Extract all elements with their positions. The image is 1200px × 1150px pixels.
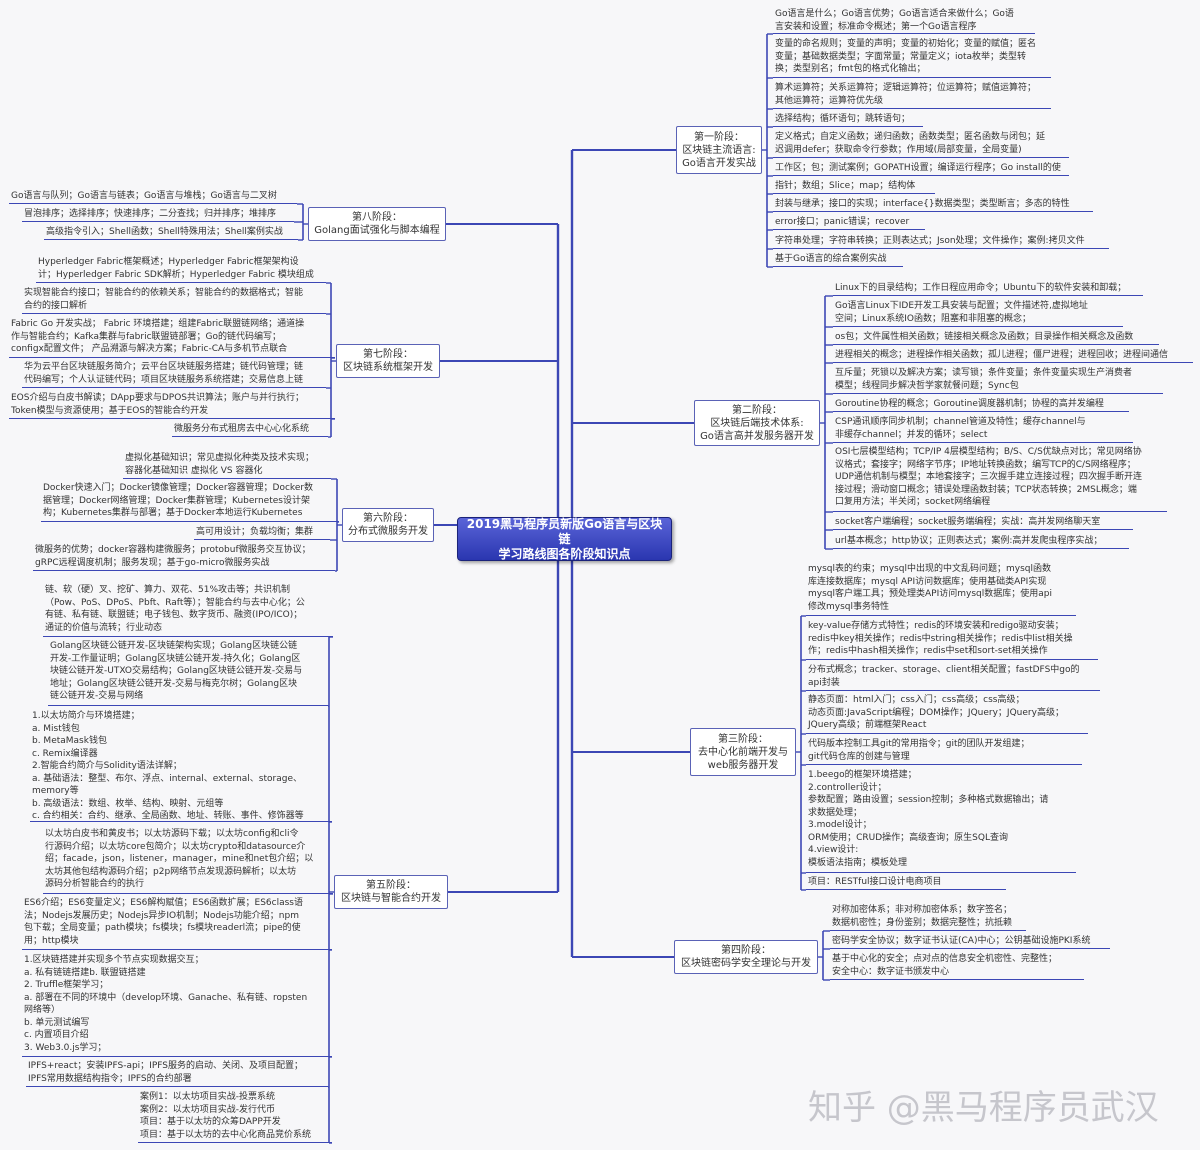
topic-leaf-s1-10[interactable]: 字符串处理；字符串转换；正则表达式；Json处理；文件操作；案例:拷贝文件 <box>773 235 1109 249</box>
stage-8-node[interactable]: 第八阶段： Golang面试强化与脚本编程 <box>308 207 446 241</box>
topic-leaf-s1-4[interactable]: 选择结构；循环语句；跳转语句； <box>773 113 923 127</box>
topic-leaf-s3-7[interactable]: 项目：RESTful接口设计电商项目 <box>806 876 1006 890</box>
topic-leaf-s7-1[interactable]: Hyperledger Fabric框架概述；Hyperledger Fabri… <box>36 256 326 283</box>
topic-leaf-s2-7[interactable]: CSP通讯顺序同步机制；channel管道及特性；缓存channel与 非缓存c… <box>833 416 1133 443</box>
topic-leaf-s5-6[interactable]: 1.区块链搭建并实现多个节点实现数据交互； a. 私有链链搭建b. 联盟链搭建 … <box>22 954 332 1057</box>
topic-leaf-s6-2[interactable]: Docker快速入门；Docker镜像管理；Docker容器管理；Docker数… <box>41 482 339 522</box>
topic-leaf-s8-3[interactable]: 高级指令引入；Shell函数；Shell特殊用法；Shell案例实战 <box>44 226 298 240</box>
topic-leaf-s2-9[interactable]: socket客户端编程；socket服务端编程；实战：高并发网络聊天室 <box>833 516 1133 530</box>
topic-leaf-s6-4[interactable]: 微服务的优势；docker容器构建微服务；protobuf微服务交互协议； gR… <box>33 544 335 571</box>
topic-leaf-s7-5[interactable]: EOS介绍与白皮书解读；DApp要求与DPOS共识算法；账户与并行执行； Tok… <box>9 392 335 419</box>
topic-leaf-s2-2[interactable]: Go语言Linux下IDE开发工具安装与配置；文件描述符,虚拟地址 空间；Lin… <box>833 300 1123 327</box>
watermark: 知乎 @黑马程序员武汉 <box>808 1088 1159 1128</box>
stage-3-node[interactable]: 第三阶段： 去中心化前端开发与 web服务器开发 <box>690 728 796 776</box>
topic-leaf-s2-6[interactable]: Goroutine协程的概念；Goroutine调度器机制；协程的高并发编程 <box>833 398 1129 412</box>
central-topic[interactable]: 2019黑马程序员新版Go语言与区块链 学习路线图各阶段知识点 <box>457 517 672 561</box>
stage-1-node[interactable]: 第一阶段： 区块链主流语言: Go语言开发实战 <box>676 126 762 174</box>
topic-leaf-s3-4[interactable]: 静态页面：html入门；css入门；css高级；css高级； 动态页面:Java… <box>806 694 1088 734</box>
topic-leaf-s1-5[interactable]: 定义格式；自定义函数；递归函数；函数类型；匿名函数与闭包；延 迟调用defer；… <box>773 131 1069 158</box>
topic-leaf-s2-1[interactable]: Linux下的目录结构；工作日程应用命令；Ubuntu下的软件安装和卸载； <box>833 282 1143 296</box>
topic-leaf-s7-6[interactable]: 微服务分布式租房去中心心化系统 <box>172 423 328 437</box>
topic-leaf-s6-3[interactable]: 高可用设计；负载均衡；集群 <box>194 526 330 540</box>
topic-leaf-s7-4[interactable]: 华为云平台区块链服务简介；云平台区块链服务搭建；链代码管理；链 代码编写；个人认… <box>22 361 326 388</box>
topic-leaf-s5-7[interactable]: IPFS+react；安装IPFS-api；IPFS服务的启动、关闭、及项目配置… <box>26 1060 328 1087</box>
topic-leaf-s5-3[interactable]: 1.以太坊简介与环境搭建； a. Mist钱包 b. MetaMask钱包 c.… <box>30 710 332 822</box>
stage-6-node[interactable]: 第六阶段： 分布式微服务开发 <box>342 508 434 542</box>
topic-leaf-s2-4[interactable]: 进程相关的概念；进程操作相关函数；孤儿进程；僵尸进程；进程回收；进程间通信 <box>833 349 1193 363</box>
topic-leaf-s4-2[interactable]: 密码学安全协议；数字证书认证(CA)中心；公钥基础设施PKI系统 <box>830 935 1110 949</box>
topic-leaf-s5-5[interactable]: ES6介绍；ES6变量定义；ES6解构赋值；ES6函数扩展；ES6class语 … <box>22 897 332 950</box>
topic-leaf-s2-3[interactable]: os包；文件属性相关函数；链接相关概念及函数；目录操作相关概念及函数 <box>833 331 1159 345</box>
topic-leaf-s5-4[interactable]: 以太坊白皮书和黄皮书；以太坊源码下载；以太坊config和cli令 行源码介绍；… <box>43 828 333 894</box>
topic-leaf-s3-1[interactable]: mysql表的约束；mysql中出现的中文乱码问题；mysql函数 库连接数据库… <box>806 563 1076 616</box>
topic-leaf-s3-6[interactable]: 1.beego的框架环境搭建； 2.controller设计； 参数配置；路由设… <box>806 769 1076 873</box>
topic-leaf-s1-11[interactable]: 基于Go语言的综合案例实战 <box>773 253 903 267</box>
topic-leaf-s2-8[interactable]: OSI七层模型结构；TCP/IP 4层模型结构；B/S、C/S优缺点对比；常见网… <box>833 446 1167 512</box>
topic-leaf-s4-3[interactable]: 基于中心化的安全；点对点的信息安全机密性、完整性； 安全中心：数字证书颁发中心 <box>830 953 1084 980</box>
stage-7-node[interactable]: 第七阶段： 区块链系统框架开发 <box>336 344 440 378</box>
topic-leaf-s5-2[interactable]: Golang区块链公链开发-区块链架构实现；Golang区块链公链 开发-工作量… <box>48 640 328 706</box>
topic-leaf-s8-1[interactable]: Go语言与队列；Go语言与链表；Go语言与堆栈；Go语言与二叉树 <box>9 190 297 204</box>
topic-leaf-s7-2[interactable]: 实现智能合约接口；智能合约的依赖关系；智能合约的数据格式；智能 合约的接口解析 <box>22 287 326 314</box>
topic-leaf-s1-3[interactable]: 算术运算符；关系运算符；逻辑运算符；位运算符；赋值运算符； 其他运算符；运算符优… <box>773 82 1051 109</box>
topic-leaf-s3-3[interactable]: 分布式概念；tracker、storage、client相关配置；fastDFS… <box>806 664 1100 691</box>
topic-leaf-s1-9[interactable]: error接口；panic错误；recover <box>773 216 925 230</box>
stage-4-node[interactable]: 第四阶段： 区块链密码学安全理论与开发 <box>674 940 818 974</box>
topic-leaf-s8-2[interactable]: 冒泡排序；选择排序；快速排序；二分查找；归并排序；堆排序 <box>22 208 294 222</box>
topic-leaf-s2-10[interactable]: url基本概念；http协议；正则表达式；案例:高并发爬虫程序实战； <box>833 535 1129 549</box>
topic-leaf-s1-2[interactable]: 变量的命名规则；变量的声明；变量的初始化；变量的赋值；匿名 变量；基础数据类型；… <box>773 38 1051 78</box>
topic-leaf-s5-8[interactable]: 案例1：以太坊项目实战-投票系统 案例2：以太坊项目实战-发行代币 项目：基于以… <box>138 1091 332 1143</box>
topic-leaf-s5-1[interactable]: 链、软（硬）叉、挖矿、算力、双花、51%攻击等；共识机制 （Pow、PoS、DP… <box>43 584 333 637</box>
topic-leaf-s6-1[interactable]: 虚拟化基础知识；常见虚拟化种类及技术实现； 容器化基础知识 虚拟化 VS 容器化 <box>123 452 331 479</box>
topic-leaf-s1-8[interactable]: 封装与继承；接口的实现；interface{}数据类型；类型断言；多态的特性 <box>773 198 1093 212</box>
topic-leaf-s3-5[interactable]: 代码版本控制工具git的常用指令；git的团队开发组建； git代码仓库的创建与… <box>806 738 1082 765</box>
topic-leaf-s7-3[interactable]: Fabric Go 开发实战； Fabric 环境搭建；组建Fabric联盟链网… <box>9 318 335 358</box>
topic-leaf-s4-1[interactable]: 对称加密体系；非对称加密体系；数字签名； 数据机密性；身份鉴别；数据完整性；抗抵… <box>830 904 1026 931</box>
topic-leaf-s1-6[interactable]: 工作区；包；测试案例；GOPATH设置；编译运行程序；Go install的使用 <box>773 162 1069 176</box>
stage-5-node[interactable]: 第五阶段： 区块链与智能合约开发 <box>334 875 448 909</box>
stage-2-node[interactable]: 第二阶段： 区块链后端技术体系: Go语言高并发服务器开发 <box>694 400 820 446</box>
topic-leaf-s1-1[interactable]: Go语言是什么；Go语言优势；Go语言适合来做什么；Go语 言安装和设置；标准命… <box>773 8 1035 34</box>
topic-leaf-s2-5[interactable]: 互斥量；死锁以及解决方案；读写锁；条件变量；条件变量实现生产消费者 模型；线程同… <box>833 367 1163 394</box>
topic-leaf-s1-7[interactable]: 指针；数组；Slice；map；结构体 <box>773 180 935 194</box>
topic-leaf-s3-2[interactable]: key-value存储方式特性；redis的环境安装和redigo驱动安装； r… <box>806 620 1098 660</box>
